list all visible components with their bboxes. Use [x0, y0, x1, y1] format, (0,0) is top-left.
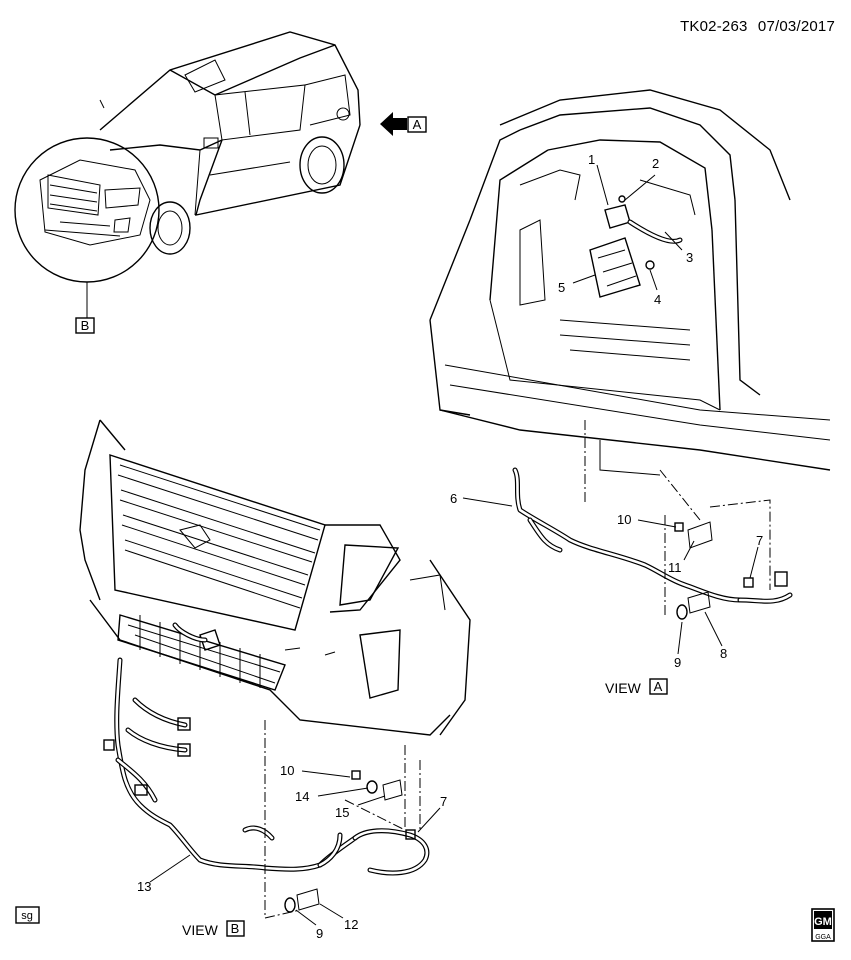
view-direction-arrow	[380, 112, 407, 136]
view-a-letter: A	[654, 679, 663, 694]
rear-cargo-area	[429, 89, 831, 476]
diagram-header: TK02-263 07/03/2017	[674, 18, 835, 35]
callout-15: 15	[335, 805, 349, 820]
callout-9: 9	[674, 655, 681, 670]
vehicle-overview: B A	[14, 31, 427, 334]
front-fascia	[79, 419, 471, 736]
callout-14: 14	[295, 789, 309, 804]
callout-3: 3	[686, 250, 693, 265]
callout-2: 2	[652, 156, 659, 171]
sg-text: sg	[21, 910, 33, 922]
diagram-date: 07/03/2017	[757, 18, 835, 35]
callout-5: 5	[558, 280, 565, 295]
marker-b-box	[75, 317, 95, 334]
view-b-word: VIEW	[182, 922, 219, 938]
callout-10: 10	[617, 512, 631, 527]
callout-10-lower: 10	[280, 763, 294, 778]
gm-logo-bottom: GGA	[815, 934, 831, 941]
upper-harness	[462, 164, 793, 655]
view-a-word: VIEW	[605, 680, 642, 696]
callout-8: 8	[720, 646, 727, 661]
marker-a-box	[407, 116, 427, 133]
callout-12: 12	[344, 917, 358, 932]
callout-11: 11	[668, 560, 682, 575]
callout-7: 7	[756, 533, 763, 548]
view-b-letter: B	[231, 921, 240, 936]
callout-4: 4	[654, 292, 661, 307]
view-b-label: VIEW B	[182, 920, 245, 938]
marker-a-letter: A	[413, 117, 422, 132]
diagram-id: TK02-263	[680, 18, 748, 35]
callout-1: 1	[588, 152, 595, 167]
callout-13: 13	[137, 879, 151, 894]
callout-6: 6	[450, 491, 457, 506]
callouts-upper: 1 2 3 4 5 6 10 11 7 8 9	[450, 152, 763, 670]
callouts-lower: 10 14 15 7 13 12 9	[137, 763, 447, 941]
callout-9-lower: 9	[316, 926, 323, 941]
gm-logo: GM GGA	[811, 908, 835, 942]
lower-harness	[103, 657, 441, 926]
callout-7-lower: 7	[440, 794, 447, 809]
gm-logo-top: GM	[814, 916, 832, 928]
marker-b-letter: B	[81, 318, 90, 333]
sg-tag: sg	[15, 906, 40, 924]
view-a-label: VIEW A	[605, 678, 668, 696]
